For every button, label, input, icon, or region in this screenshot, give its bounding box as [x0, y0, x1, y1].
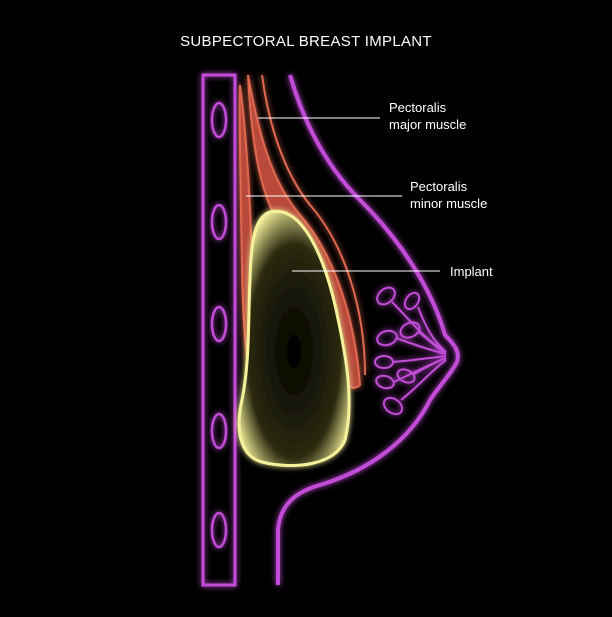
- label-pectoralis-minor-line1: Pectoralis: [410, 179, 468, 194]
- label-pectoralis-major-line1: Pectoralis: [389, 100, 447, 115]
- rib-section-5: [210, 511, 228, 549]
- implant-shape: [237, 209, 351, 468]
- rib-section-4: [210, 412, 228, 450]
- label-implant: Implant: [450, 263, 493, 280]
- chest-wall: [201, 73, 237, 587]
- rib-section-2: [210, 203, 228, 241]
- label-pectoralis-minor: Pectoralis minor muscle: [410, 178, 487, 212]
- rib-section-1: [210, 101, 228, 139]
- mammary-glands: [374, 286, 447, 416]
- label-pectoralis-major-line2: major muscle: [389, 117, 467, 132]
- label-pectoralis-minor-line2: minor muscle: [410, 196, 488, 211]
- diagram-title: SUBPECTORAL BREAST IMPLANT: [180, 33, 432, 50]
- breast-outline: [276, 74, 460, 585]
- label-pectoralis-major: Pectoralis major muscle: [389, 99, 466, 133]
- label-implant-line1: Implant: [450, 264, 493, 279]
- rib-section-3: [210, 305, 228, 343]
